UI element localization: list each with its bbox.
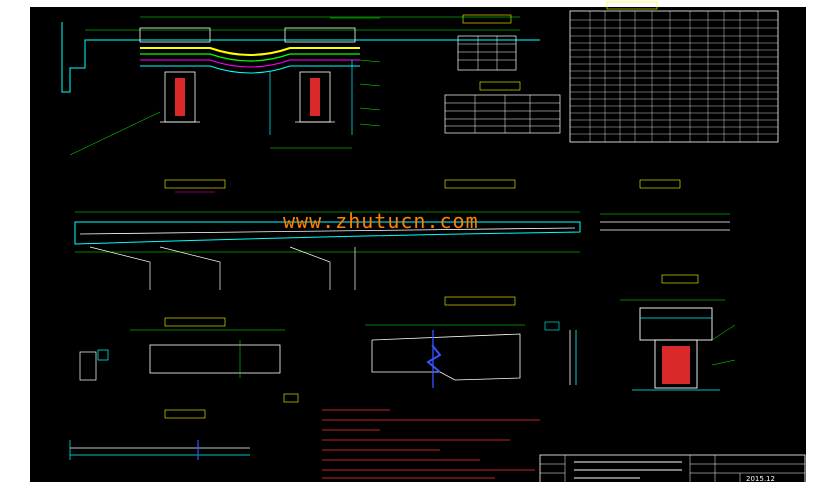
joint-plan-detail	[69, 317, 285, 460]
date-value: 2015.12	[746, 475, 775, 483]
bearing-detail	[620, 274, 736, 391]
joint-parameter-table	[569, 1, 779, 143]
watermark-text: www.zhutucn.com	[283, 209, 479, 233]
drawing-sheet	[30, 7, 806, 482]
joint-section-detail	[365, 296, 577, 388]
material-table-small	[457, 14, 517, 71]
bridge-elevation-view	[74, 179, 730, 290]
title-block: 2015.12	[539, 454, 806, 484]
quantity-table	[444, 81, 561, 134]
notes-block	[283, 393, 540, 479]
bridge-section-view	[61, 16, 540, 156]
